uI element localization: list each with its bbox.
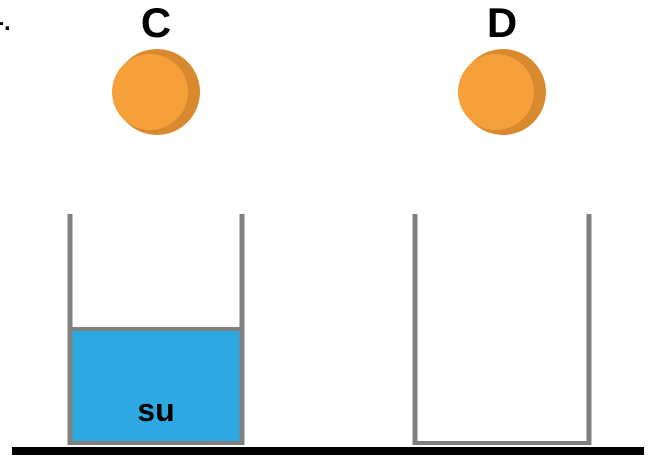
ground-line (12, 447, 644, 455)
label-d: D (487, 0, 517, 46)
container-d (412, 214, 592, 445)
ball-c (112, 49, 200, 135)
liquid-label: su (137, 392, 174, 428)
container-c (67, 214, 245, 445)
corner-mark: -. (0, 9, 11, 36)
liquid-water (70, 329, 242, 444)
label-c: C (141, 0, 171, 46)
ball-d (458, 49, 546, 135)
